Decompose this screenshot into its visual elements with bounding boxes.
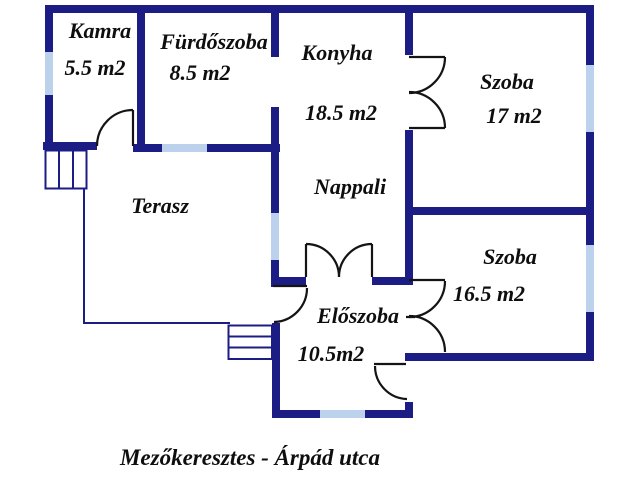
room-area-szoba165: 16.5 m2 [452,281,526,306]
window-szoba165-right [586,245,594,312]
wall-right [586,5,594,361]
stairs-left [44,149,88,190]
window-nappali-terasz [271,213,279,260]
wall-furdoszoba-konyha-top [271,13,279,57]
wall-terasz-nappali [271,107,279,287]
plan-title: Mezőkeresztes - Árpád utca [119,445,381,470]
room-label-eloszoba: Előszoba [317,303,399,328]
doors [95,55,447,401]
window-furdoszoba-terasz [162,144,207,152]
room-label-szoba17: Szoba [480,69,534,94]
room-area-furdoszoba: 8.5 m2 [169,60,231,85]
room-label-terasz: Terasz [131,193,189,218]
windows [45,52,594,418]
door-eloszoba-szoba165-lower-leaf [406,314,447,353]
door-terasz-eloszoba [273,284,309,324]
door-konyha-szoba17-upper-leaf [408,55,447,95]
room-label-konyha: Konyha [301,40,373,65]
door-entry [373,362,408,401]
wall-nappali-eloszoba-left [271,277,306,285]
wall-szoba165-bottom [405,353,594,361]
room-area-eloszoba: 10.5m2 [297,341,365,366]
room-label-furdoszoba: Fürdőszoba [160,29,268,54]
room-label-szoba165: Szoba [483,244,537,269]
stairs-left-steps [58,151,74,188]
wall-kamra-furdoszoba [137,13,145,147]
wall-eloszoba-left [272,323,280,418]
door-konyha-szoba17-lower-leaf [408,90,447,130]
room-area-konyha: 18.5 m2 [304,100,378,125]
wall-konyha-szoba-top [405,13,413,55]
door-kamra [95,108,135,147]
wall-nappali-eloszoba-right [372,277,413,285]
window-szoba17-right [586,65,594,132]
room-area-kamra: 5.5 m2 [64,55,126,80]
window-eloszoba-bottom [320,410,365,418]
terrace-and-stairs [44,149,273,360]
room-area-szoba17: 17 m2 [486,103,542,128]
stairs-bottom [227,324,273,360]
stairs-bottom-steps [229,335,272,349]
door-eloszoba-szoba165-upper-leaf [408,278,447,319]
room-label-kamra: Kamra [68,18,132,43]
wall-top [46,5,594,13]
door-nappali-eloszoba-left-leaf [304,242,341,278]
door-nappali-eloszoba-right-leaf [337,242,374,278]
room-label-nappali: Nappali [313,174,387,199]
wall-kamra-bottom [43,142,97,150]
wall-szoba17-szoba165 [405,207,594,215]
window-kamra-left [45,52,53,95]
